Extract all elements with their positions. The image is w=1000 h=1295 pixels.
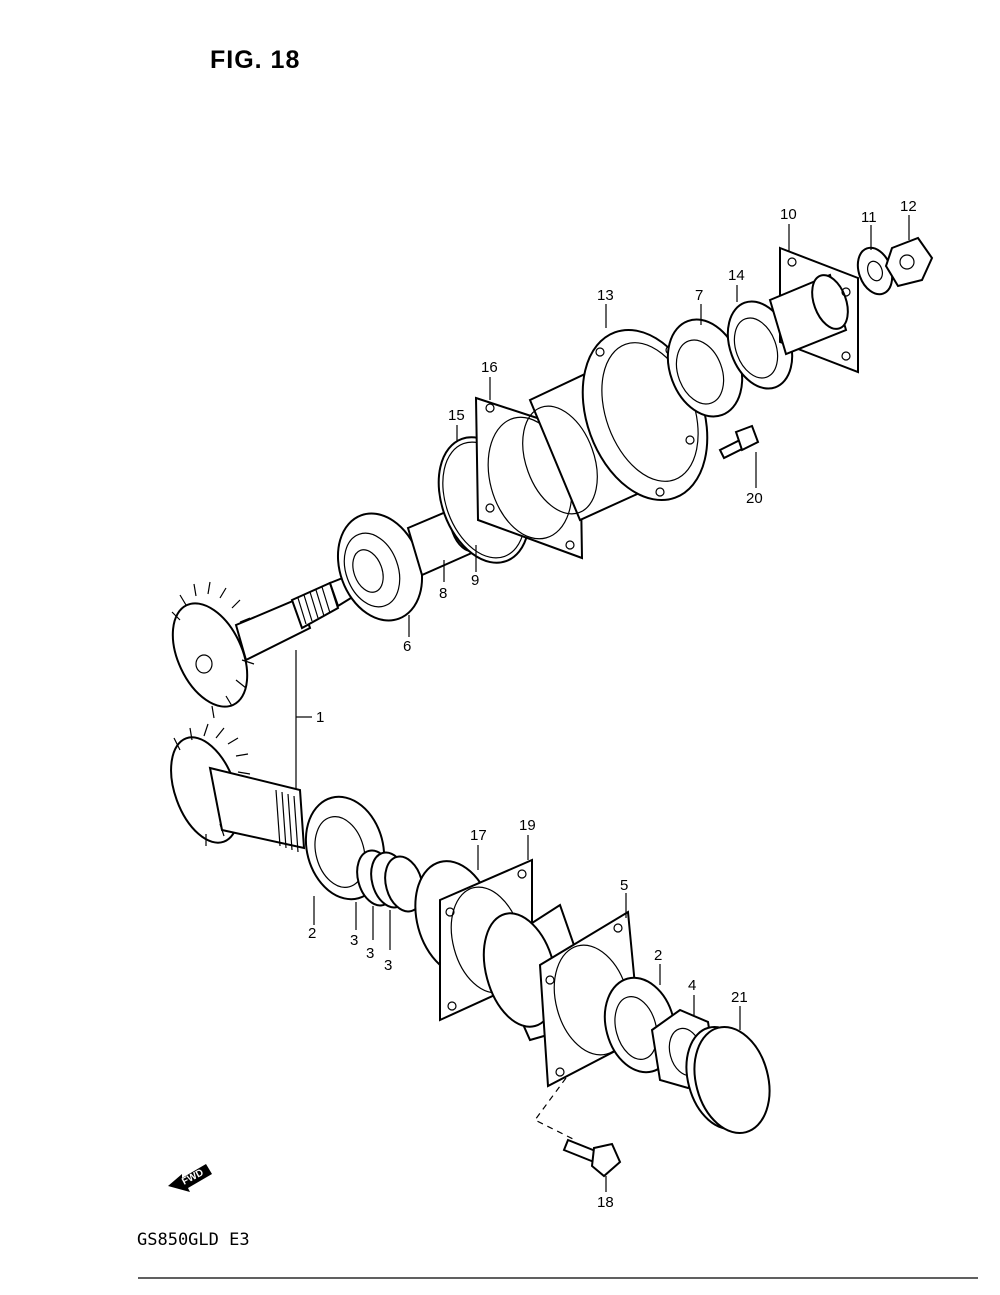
cap-21 — [685, 1026, 771, 1134]
callout-18: 18 — [597, 1194, 614, 1211]
callout-3a: 3 — [350, 932, 358, 949]
callout-10: 10 — [780, 206, 797, 223]
callout-13: 13 — [597, 287, 614, 304]
lower-bevel-gear — [170, 723, 306, 853]
callout-6: 6 — [403, 638, 411, 655]
callout-labels: 1 2 2 3 3 3 4 5 6 7 8 9 10 11 12 13 14 1… — [308, 198, 917, 1211]
callout-3b: 3 — [366, 945, 374, 962]
callout-12: 12 — [900, 198, 917, 215]
bolt-18 — [534, 1077, 622, 1178]
fwd-arrow: FWD — [168, 1164, 212, 1192]
shims-3 — [356, 849, 424, 913]
callout-20: 20 — [746, 490, 763, 507]
callout-8: 8 — [439, 585, 447, 602]
callout-14: 14 — [728, 267, 745, 284]
callout-11: 11 — [861, 209, 877, 226]
callout-21: 21 — [731, 989, 748, 1006]
callout-15: 15 — [448, 407, 465, 424]
callout-2-right: 2 — [654, 947, 662, 964]
holder-10 — [768, 246, 859, 374]
bolt-20 — [718, 424, 760, 460]
callout-19: 19 — [519, 817, 536, 834]
callout-16: 16 — [481, 359, 498, 376]
leader-lines — [296, 215, 910, 1192]
figure-title: FIG. 18 — [210, 46, 301, 74]
callout-5: 5 — [620, 877, 628, 894]
callout-2-left: 2 — [308, 925, 316, 942]
callout-4: 4 — [688, 977, 696, 994]
callout-9: 9 — [471, 572, 479, 589]
callout-17: 17 — [470, 827, 487, 844]
upper-bevel-gear — [171, 570, 366, 719]
callout-1: 1 — [316, 709, 324, 726]
model-label: GS850GLD E3 — [137, 1230, 250, 1250]
housing-13 — [522, 328, 709, 522]
callout-7: 7 — [695, 287, 703, 304]
callout-3c: 3 — [384, 957, 392, 974]
nut-12 — [884, 236, 934, 288]
